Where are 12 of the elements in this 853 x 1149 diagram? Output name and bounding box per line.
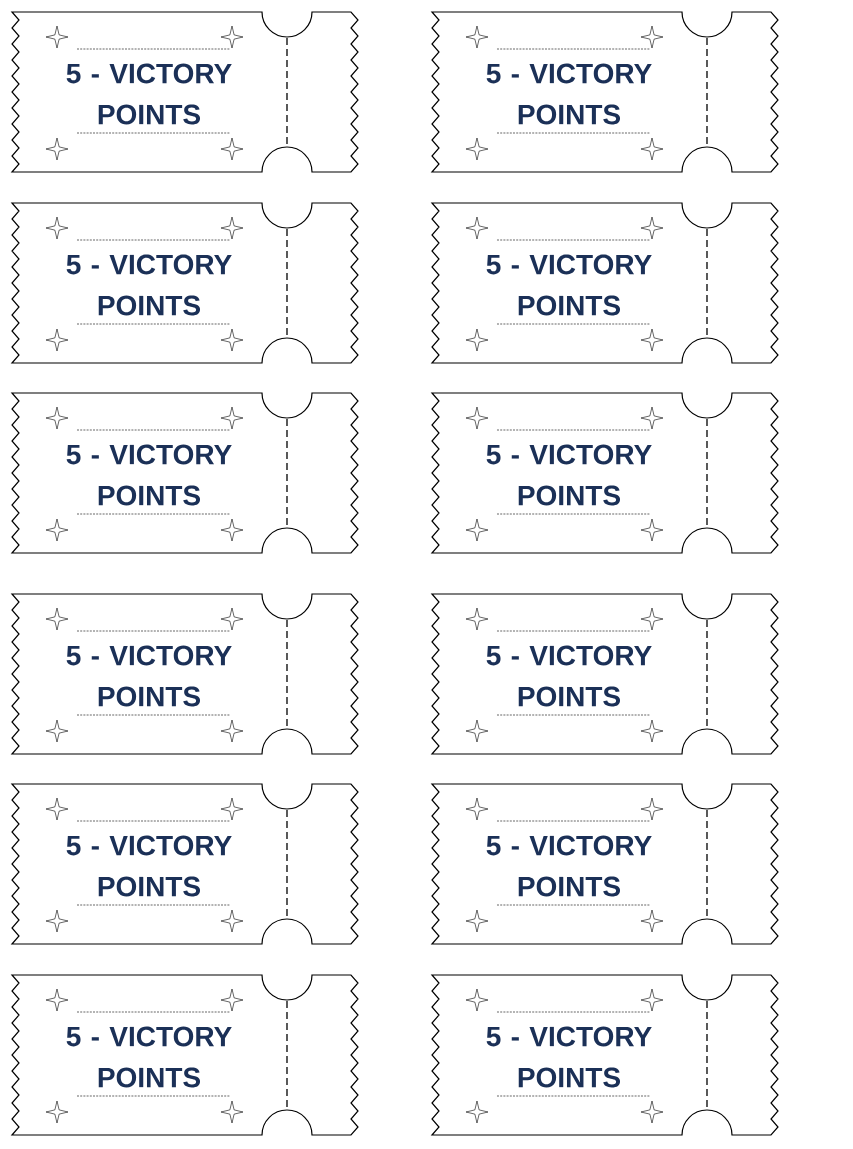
ticket-text: 5 - VICTORY POINTS	[66, 254, 232, 316]
ticket-text: 5 - VICTORY POINTS	[486, 254, 652, 316]
ticket-text: 5 - VICTORY POINTS	[486, 835, 652, 897]
ticket-text: 5 - VICTORY POINTS	[486, 444, 652, 506]
ticket-text: 5 - VICTORY POINTS	[486, 63, 652, 125]
ticket-text: 5 - VICTORY POINTS	[66, 63, 232, 125]
ticket-text: 5 - VICTORY POINTS	[66, 645, 232, 707]
ticket-text: 5 - VICTORY POINTS	[66, 1026, 232, 1088]
ticket-text: 5 - VICTORY POINTS	[66, 444, 232, 506]
ticket-text: 5 - VICTORY POINTS	[66, 835, 232, 897]
ticket-text: 5 - VICTORY POINTS	[486, 1026, 652, 1088]
ticket-text: 5 - VICTORY POINTS	[486, 645, 652, 707]
